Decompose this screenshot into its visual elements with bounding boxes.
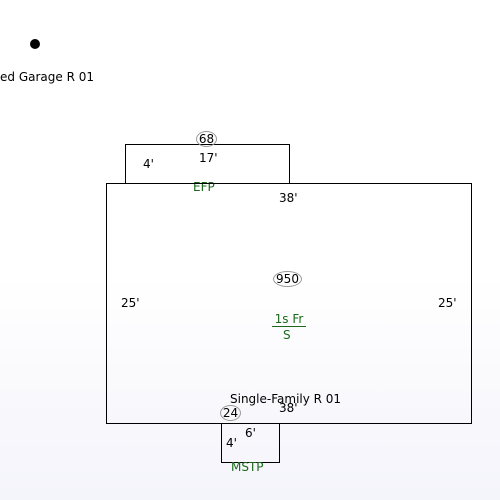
main-dwelling-box[interactable] [106, 183, 472, 424]
efp-area-badge: 68 [196, 131, 217, 147]
main-ext-label: S [283, 328, 291, 342]
mstp-area-badge: 24 [220, 405, 241, 421]
main-story-label: 1s Fr [272, 312, 306, 327]
main-top-dimension: 38' [279, 191, 298, 205]
main-area-badge: 950 [273, 271, 302, 287]
main-story-code: 1s Fr [272, 312, 306, 327]
mstp-depth-label: 4' [226, 436, 237, 450]
efp-depth-label: 4' [143, 157, 154, 171]
main-bottom-dimension: 38' [279, 401, 298, 415]
mstp-area-box[interactable] [221, 423, 280, 463]
main-name-label: Single-Family R 01 [230, 392, 342, 406]
main-right-dimension: 25' [438, 296, 457, 310]
garage-label: ed Garage R 01 [0, 70, 94, 84]
efp-width-label: 17' [199, 151, 218, 165]
mstp-code-label: MSTP [231, 460, 264, 474]
mstp-width-label: 6' [245, 426, 256, 440]
main-left-dimension: 25' [121, 296, 140, 310]
garage-marker-dot [30, 39, 40, 49]
